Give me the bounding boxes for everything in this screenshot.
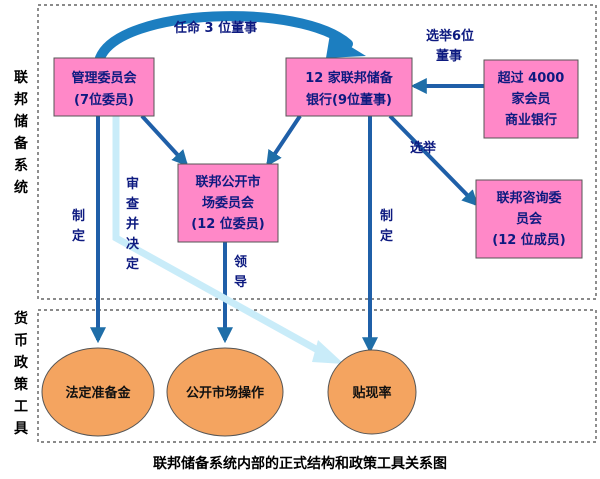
box-member-banks: 超过 4000 家会员 商业银行 (483, 59, 579, 139)
system-region (37, 4, 597, 300)
box-board: 管理委员会 (7位委员) (53, 57, 155, 117)
svg-text:并: 并 (126, 216, 139, 232)
svg-text:选举6位: 选举6位 (426, 28, 474, 44)
side-label-system: 联 邦 储 备 系 统 (13, 70, 29, 196)
arrow-review-head (312, 340, 344, 364)
svg-text:货: 货 (13, 310, 28, 327)
svg-text:币: 币 (14, 333, 28, 349)
label-elect6: 选举6位 董事 (426, 28, 474, 64)
svg-text:领: 领 (234, 254, 247, 270)
svg-text:联邦公开市: 联邦公开市 (195, 174, 260, 190)
appoint-arrow (95, 11, 353, 63)
svg-text:贴现率: 贴现率 (352, 385, 391, 401)
svg-text:法定准备金: 法定准备金 (65, 385, 131, 401)
label-set-left: 制 定 (71, 208, 85, 244)
diagram-caption: 联邦储备系统内部的正式结构和政策工具关系图 (153, 455, 447, 472)
svg-text:(12 位成员): (12 位成员) (492, 232, 566, 248)
svg-text:统: 统 (14, 179, 28, 196)
svg-text:邦: 邦 (14, 91, 28, 108)
svg-text:12 家联邦储备: 12 家联邦储备 (305, 70, 394, 86)
svg-text:制: 制 (380, 208, 393, 224)
arrow-banks-to-fomc (266, 114, 302, 167)
svg-text:审: 审 (126, 176, 139, 192)
oval-discount-rate: 贴现率 (327, 349, 417, 435)
box-reserve-banks: 12 家联邦储备 银行(9位董事) (285, 57, 413, 117)
box-advisory-council: 联邦咨询委 员会 (12 位成员) (475, 179, 583, 259)
label-lead: 领 导 (234, 254, 247, 290)
svg-text:具: 具 (13, 421, 28, 437)
svg-text:银行(9位董事): 银行(9位董事) (306, 92, 392, 108)
svg-text:查: 查 (125, 196, 140, 212)
svg-text:联: 联 (14, 70, 29, 86)
svg-text:董事: 董事 (436, 48, 462, 64)
svg-text:家会员: 家会员 (511, 91, 550, 107)
svg-text:定: 定 (125, 256, 139, 272)
svg-text:工: 工 (14, 399, 28, 415)
svg-text:系: 系 (14, 157, 28, 174)
svg-text:储: 储 (13, 113, 28, 130)
svg-text:策: 策 (13, 376, 29, 393)
svg-text:联邦咨询委: 联邦咨询委 (496, 190, 561, 206)
label-appoint: 任命 3 位董事 (173, 20, 257, 36)
label-review: 审 查 并 决 定 (125, 176, 140, 272)
arrows (90, 78, 485, 354)
svg-text:决: 决 (126, 236, 140, 252)
svg-text:(7位委员): (7位委员) (74, 92, 134, 108)
svg-text:公开市场操作: 公开市场操作 (186, 385, 264, 401)
svg-text:场委员会: 场委员会 (202, 195, 255, 211)
box-fomc: 联邦公开市 场委员会 (12 位委员) (177, 163, 279, 243)
svg-text:定: 定 (379, 228, 393, 244)
label-set-right: 制 定 (379, 208, 393, 244)
appoint-arrow-head (326, 34, 366, 58)
tools-region (37, 309, 597, 443)
oval-reserve-requirement: 法定准备金 (41, 347, 155, 437)
svg-text:导: 导 (234, 275, 247, 290)
svg-text:制: 制 (72, 208, 85, 224)
oval-open-market: 公开市场操作 (166, 347, 284, 437)
side-label-tools: 货 币 政 策 工 具 (13, 310, 29, 437)
arrow-banks-to-advisory (388, 114, 479, 207)
arrow-review-to-discount (112, 116, 334, 362)
svg-text:(12 位委员): (12 位委员) (191, 216, 265, 232)
svg-text:员会: 员会 (516, 211, 543, 227)
svg-text:超过 4000: 超过 4000 (498, 70, 565, 86)
svg-text:管理委员会: 管理委员会 (71, 70, 137, 86)
svg-text:备: 备 (13, 135, 29, 152)
label-elect: 选举 (410, 140, 437, 156)
svg-text:商业银行: 商业银行 (505, 112, 557, 128)
svg-text:定: 定 (71, 228, 85, 244)
svg-text:政: 政 (14, 354, 29, 371)
arrow-board-to-fomc (140, 114, 189, 167)
